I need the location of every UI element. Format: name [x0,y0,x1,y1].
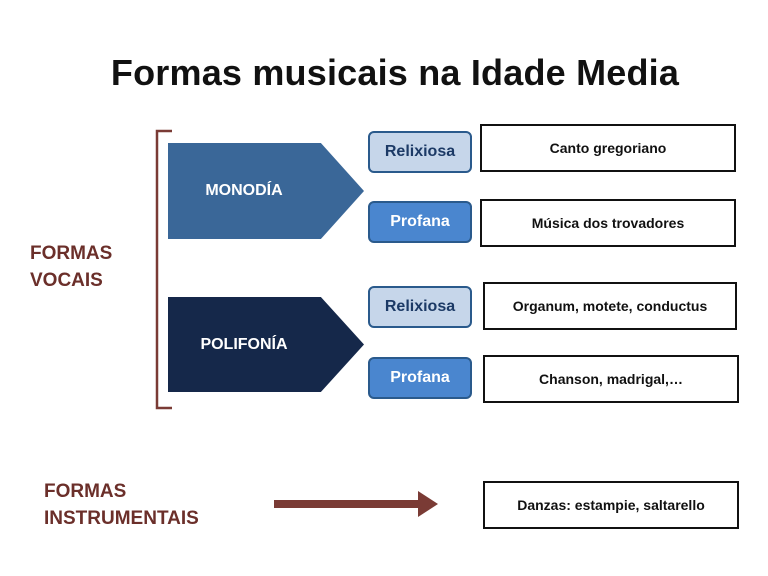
polifonia-profana-example: Chanson, madrigal,… [539,371,683,387]
polifonia-relixiosa-label: Relixiosa [384,298,456,315]
vocal-forms-label-line2: VOCAIS [30,270,103,291]
polifonia-relixiosa-pill: Relixiosa [368,286,472,328]
vocal-forms-bracket [155,129,172,410]
polifonia-profana-pill: Profana [368,357,472,399]
instrumental-forms-label-line2: INSTRUMENTAIS [44,508,199,529]
polifonia-relixiosa-box: Organum, motete, conductus [483,282,737,330]
monodia-relixiosa-label: Relixiosa [384,143,456,160]
monodia-label: MONODÍA [205,182,283,199]
monodia-profana-box: Música dos trovadores [480,199,736,247]
monodia-profana-pill: Profana [368,201,472,243]
polifonia-relixiosa-example: Organum, motete, conductus [512,298,708,314]
polifonia-shape: POLIFONÍA [168,297,364,392]
monodia-profana-label: Profana [390,213,450,230]
monodia-profana-example: Música dos trovadores [531,215,685,231]
instrumental-example-box: Danzas: estampie, saltarello [483,481,739,529]
polifonia-profana-label: Profana [390,369,450,386]
monodia-relixiosa-pill: Relixiosa [368,131,472,173]
page-title: Formas musicais na Idade Media [110,52,680,93]
vocal-forms-label: FORMAS VOCAIS [30,240,112,294]
instrumental-example: Danzas: estampie, saltarello [517,497,705,513]
monodia-relixiosa-box: Canto gregoriano [480,124,736,172]
monodia-relixiosa-example: Canto gregoriano [549,140,667,156]
monodia-shape: MONODÍA [168,143,364,239]
polifonia-label: POLIFONÍA [200,335,288,353]
vocal-forms-label-line1: FORMAS [30,243,113,264]
instrumental-forms-label-line1: FORMAS [44,481,127,502]
right-arrow-icon [274,491,438,517]
instrumental-forms-label: FORMAS INSTRUMENTAIS [44,478,199,532]
polifonia-profana-box: Chanson, madrigal,… [483,355,739,403]
